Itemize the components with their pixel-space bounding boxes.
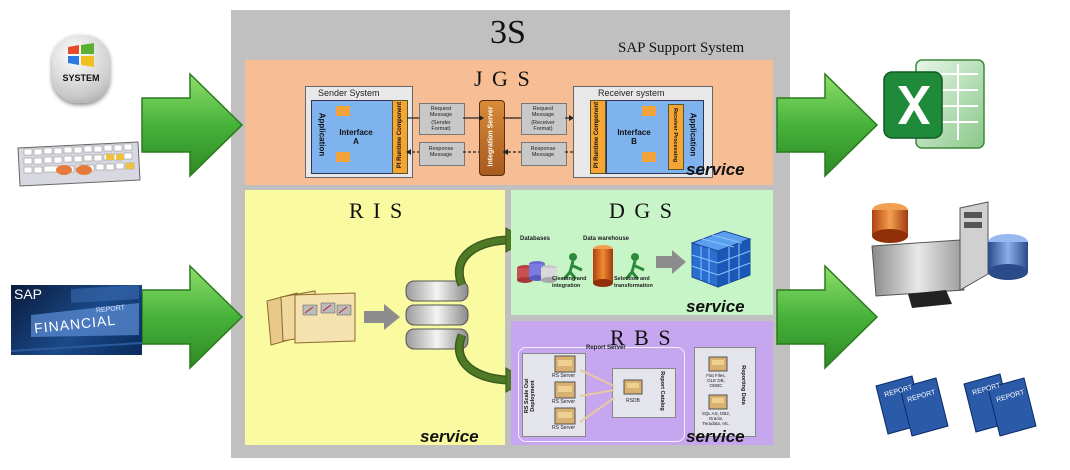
keyboard-icon xyxy=(17,141,141,187)
rbs-connector-lines xyxy=(579,369,615,423)
report-catalog-box xyxy=(612,368,676,418)
sap-label: SAP xyxy=(14,286,43,302)
financial-report-banner-graphic xyxy=(11,285,142,352)
receiver-pi-runtime-block xyxy=(590,100,606,174)
excel-icon xyxy=(883,59,985,149)
dgs-label: D G S xyxy=(609,198,675,223)
rs-server-label-1: RS Server xyxy=(552,373,576,379)
sender-application-label: Application xyxy=(317,112,327,157)
dgs-data-warehouse-label: Data warehouse xyxy=(583,236,630,242)
response-message-right-label: Response Message xyxy=(530,146,556,158)
database-stack-icon xyxy=(405,280,469,350)
diagram-title: 3S xyxy=(490,14,526,51)
flat-files-label: Flat Files, OLE DB, ODBC xyxy=(706,373,726,388)
ris-label: R I S xyxy=(349,198,405,223)
output-arrow-bottom xyxy=(776,264,879,370)
jgs-message-flow-arrows xyxy=(406,115,574,155)
dgs-grey-arrow-icon xyxy=(656,250,686,274)
report-server-frame xyxy=(518,347,685,442)
interface-a-label: Interface A xyxy=(339,128,373,146)
request-message-left-label: Request Message xyxy=(429,106,453,118)
jgs-service-label: service xyxy=(686,160,745,179)
request-message-right xyxy=(521,103,567,135)
receiver-pi-runtime-label: PI Runtime Component xyxy=(594,101,600,169)
receiver-arrow-icon xyxy=(642,106,656,116)
ris-service-label: service xyxy=(420,427,479,446)
interface-b-label: Interface B xyxy=(617,128,651,146)
dgs-worker-icon-2 xyxy=(624,253,645,280)
report-folders-icon xyxy=(266,290,356,346)
rsdb-icon xyxy=(623,379,643,395)
reporting-data-label: Reporting Data xyxy=(740,365,746,405)
rs-servers-icon xyxy=(554,355,576,425)
sender-arrow-icon-2 xyxy=(336,152,350,162)
rs-scale-out-label: RS Scale Out Deployment xyxy=(524,378,536,414)
report-catalog-label: Report Catalog xyxy=(659,371,665,411)
receiver-processing-block xyxy=(668,104,684,170)
rs-server-label-2: RS Server xyxy=(552,399,576,405)
integration-server-block xyxy=(479,100,505,176)
receiver-system-label: Receiver system xyxy=(598,88,665,98)
system-label: SYSTEM xyxy=(62,73,100,83)
server-database-icon xyxy=(871,201,1028,308)
receiver-processing-label: Receiver Processing xyxy=(672,107,678,163)
dgs-cleaning-label: Cleaning and integration xyxy=(552,276,587,289)
rs-server-label-3: RS Server xyxy=(552,425,576,431)
diagram-subtitle: SAP Support System xyxy=(618,40,745,56)
dgs-worker-icon-1 xyxy=(562,253,583,280)
input-arrow-bottom xyxy=(141,264,244,370)
sender-arrow-icon xyxy=(336,106,350,116)
sender-system-label: Sender System xyxy=(318,88,380,98)
dgs-data-warehouse-icon xyxy=(593,245,613,287)
report-books-icon xyxy=(875,373,1037,437)
sender-pi-runtime-block xyxy=(392,100,408,174)
dgs-service-label: service xyxy=(686,297,745,316)
request-message-right-label: Request Message xyxy=(531,106,555,118)
response-message-left xyxy=(419,142,465,166)
olap-cube-icon xyxy=(690,230,752,288)
output-arrow-top xyxy=(776,72,879,178)
rbs-service-label: service xyxy=(686,427,745,446)
input-arrow-top xyxy=(141,72,244,178)
windows-logo-icon xyxy=(68,43,94,67)
sender-format-label: (Sender Format) xyxy=(431,120,451,132)
ris-grey-arrow-icon xyxy=(364,304,400,330)
response-message-right xyxy=(521,142,567,166)
reporting-data-icon-1 xyxy=(708,356,728,372)
sender-pi-runtime-label: PI Runtime Component xyxy=(397,101,403,169)
dgs-databases-icon xyxy=(517,261,557,283)
sql-as-label: SQL AS, DB2, Oracle, Teradata, etc. xyxy=(701,411,731,426)
jgs-label: J G S xyxy=(474,66,532,91)
report-server-label: Report Server xyxy=(586,345,626,351)
receiver-arrow-icon-2 xyxy=(642,152,656,162)
request-message-left xyxy=(419,103,465,135)
receiver-application-label: Application xyxy=(688,112,698,157)
rsdb-label: RSDB xyxy=(626,398,640,404)
receiver-format-label: (Receiver Format) xyxy=(531,120,555,132)
rbs-label: R B S xyxy=(610,325,673,350)
dgs-databases-label: Databases xyxy=(520,236,551,242)
response-message-left-label: Response Message xyxy=(428,146,454,158)
reporting-data-icon-2 xyxy=(708,394,728,410)
dgs-selection-label: Selection and transformation xyxy=(614,276,653,289)
